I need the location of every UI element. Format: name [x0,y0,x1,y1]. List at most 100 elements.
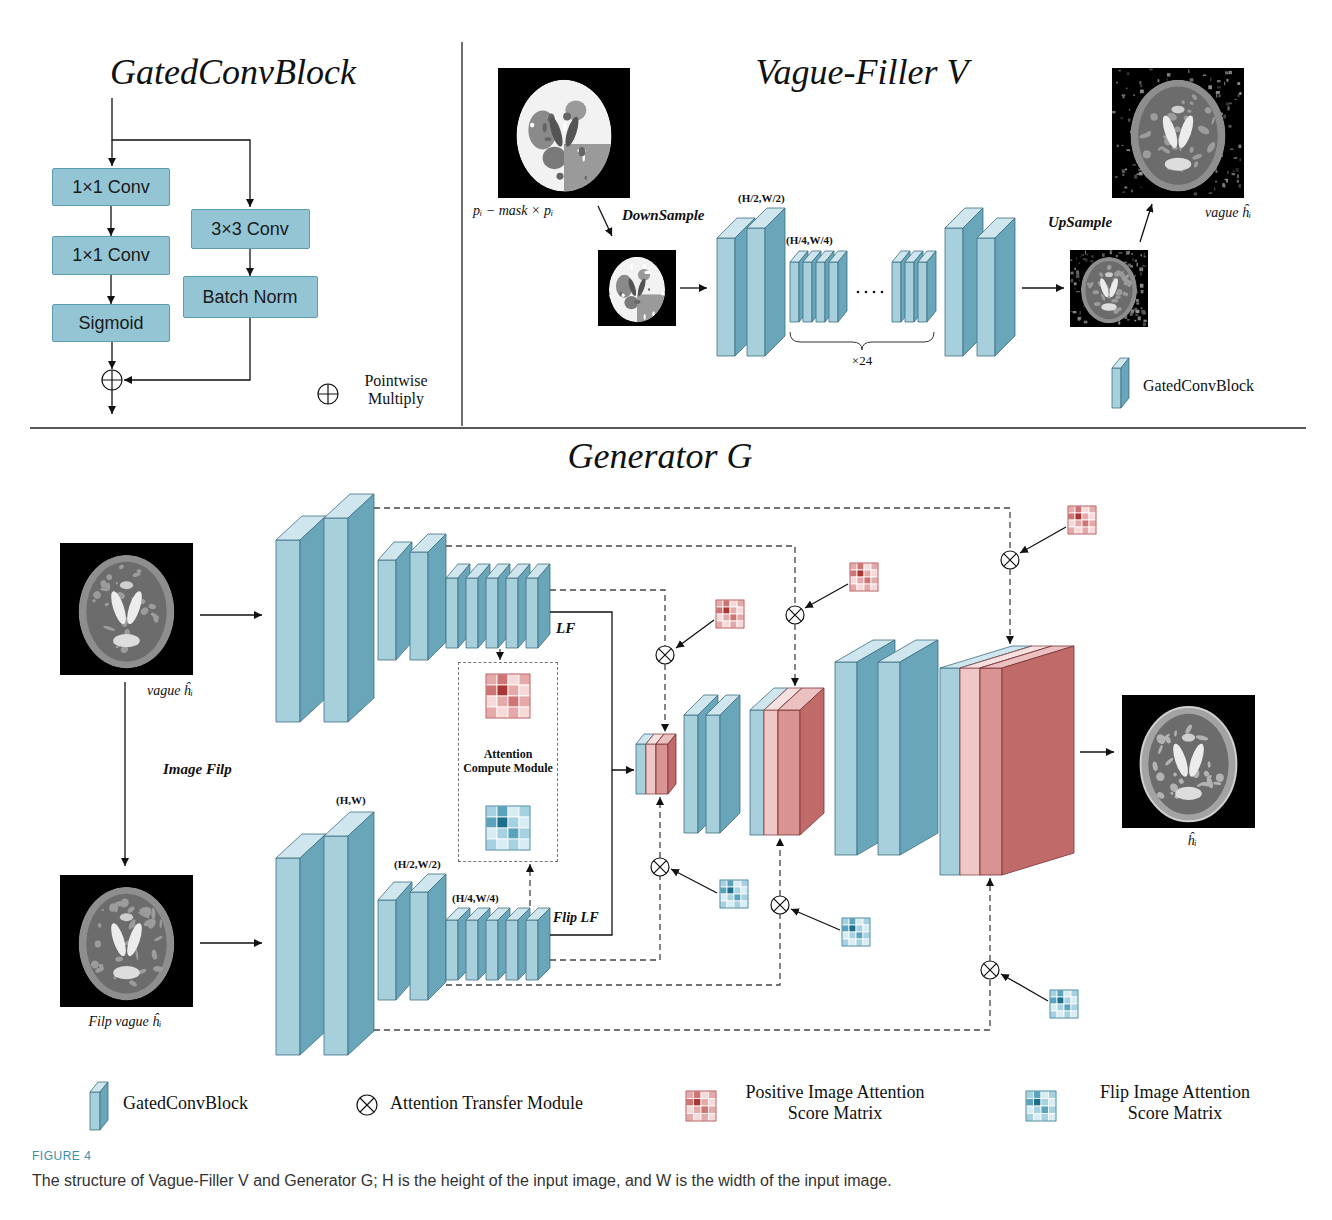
attention-matrix [850,563,878,591]
image-noise [1203,74,1206,76]
image-noise [1074,282,1077,285]
image-noise [1238,184,1240,187]
tissue-region [1182,734,1195,742]
matrix-cell [1034,1114,1042,1122]
image-noise [1127,319,1129,321]
matrix-cell [519,685,530,696]
matrix-cell [1049,1114,1057,1122]
block-front [918,262,927,322]
matrix-cell [508,707,519,718]
block-front [276,540,300,722]
matrix-cell [1064,1004,1071,1011]
brain-tissue [1130,80,1225,192]
matrix-cell [857,570,864,577]
matrix-cell [1089,527,1096,534]
block-front [486,920,498,980]
image-noise [1122,94,1126,95]
image-noise [1102,253,1105,256]
block-side [1002,646,1074,875]
matrix-cell [508,696,519,707]
matrix-cell [864,570,871,577]
image-label: pᵢ − mask × pᵢ [473,203,553,219]
symbol-cross [1004,554,1017,567]
tissue-region [1115,295,1121,299]
matrix-cell [694,1114,702,1122]
block-side [100,1082,108,1130]
image-noise [1223,115,1226,119]
tissue-region [1213,781,1221,785]
attention-matrix [1068,506,1096,534]
matrix-cell [1089,506,1096,513]
image-noise [1124,186,1127,188]
image-noise [1139,172,1143,176]
flow-arrow [805,584,848,608]
tissue-region [1206,774,1213,780]
image-noise [1210,78,1211,82]
matrix-border [842,918,870,946]
image-noise [1239,92,1241,95]
matrix-cell [716,614,723,621]
image-noise [1139,267,1143,271]
matrix-cell [1034,1099,1042,1107]
image-noise [1130,313,1133,316]
image-noise [1078,263,1080,264]
image-noise [1234,157,1238,159]
tissue-region [620,291,622,297]
dashed-arrow [374,508,1010,550]
image-noise [1091,255,1093,257]
matrix-cell [519,806,530,817]
matrix-cell [486,817,497,828]
attention-transfer-symbol [981,961,999,979]
image-noise [1158,79,1160,82]
matrix-cell [850,570,857,577]
matrix-cell [1026,1091,1034,1099]
image-noise [1136,310,1140,313]
tissue-region [547,115,565,148]
matrix-cell [1034,1106,1042,1114]
tissue-region [556,173,563,180]
matrix-cell [1034,1091,1042,1099]
image-noise [1125,169,1127,171]
matrix-cell [508,685,519,696]
tissue-region [1204,106,1213,115]
conv-block [276,516,326,722]
matrix-border [486,674,530,718]
matrix-cell [1050,1004,1057,1011]
multiply-symbol [102,370,122,390]
tissue-region [1174,730,1177,737]
block-front [790,262,799,322]
tissue-region [1207,761,1210,768]
image-noise [1239,158,1241,161]
image-noise [1110,250,1112,254]
image-noise [1115,176,1117,177]
matrix-cell [1064,990,1071,997]
matrix-cell [730,607,737,614]
tissue-region [132,571,141,578]
block-front [1112,368,1121,408]
matrix-cell [1071,997,1078,1004]
matrix-cell [1041,1106,1049,1114]
tissue-region [139,606,149,616]
tissue-region [1101,303,1117,311]
conv-block [90,1082,108,1130]
image-frame [60,543,193,675]
matrix-cell [686,1091,694,1099]
matrix-cell [857,563,864,570]
legend-label: Flip Image Attention Score Matrix [1080,1082,1270,1123]
conv-box: 3×3 Conv [191,209,310,249]
repeat-count: ×24 [852,354,872,369]
tissue-region [92,590,102,600]
image-noise [1226,180,1228,182]
tissue-region [1196,782,1203,787]
image-noise [1070,260,1072,261]
image-noise [1140,187,1142,188]
image-noise [1080,311,1081,315]
matrix-cell [1082,520,1089,527]
flow-arrow [1020,527,1066,553]
tissue-region [1164,757,1174,767]
brain-image [1112,68,1244,198]
tissue-region [1098,277,1110,298]
tissue-region [1161,146,1171,155]
tissue-region [1148,714,1228,815]
